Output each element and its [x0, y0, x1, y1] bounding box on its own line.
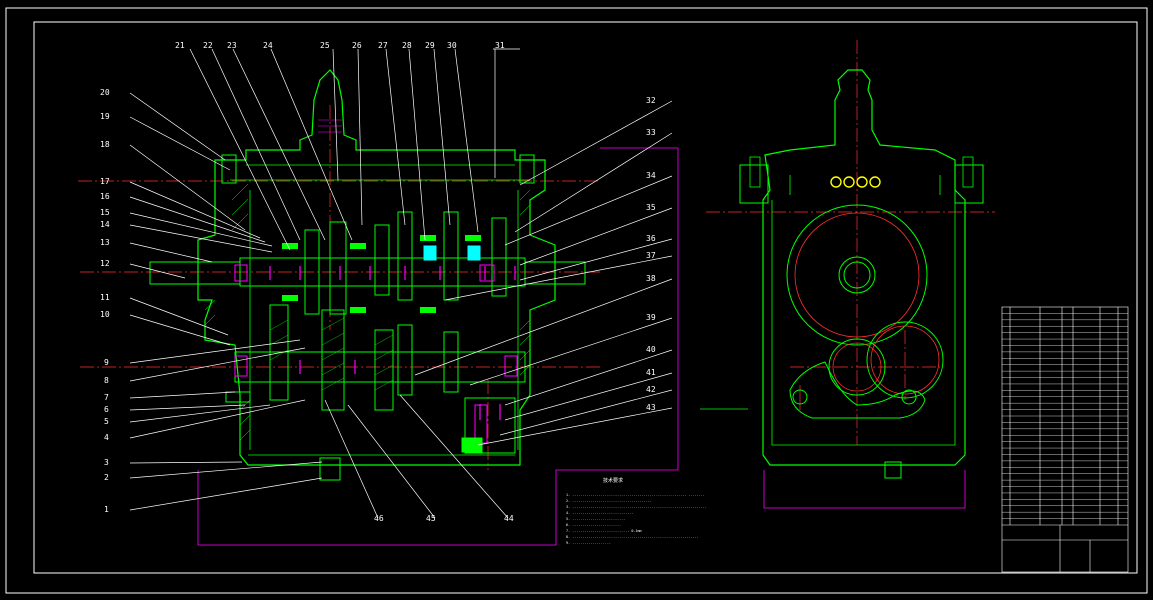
callout-label: 34: [646, 171, 656, 180]
callout-label: 21: [175, 41, 185, 50]
callouts-bottom: 46 45 44: [374, 514, 514, 523]
notes-line: 6. ........................: [566, 523, 621, 527]
callout-label: 36: [646, 234, 656, 243]
callout-label: 18: [100, 140, 110, 149]
notes-line: 5. ..........................: [566, 517, 625, 521]
notes-line: 9. ...................: [566, 541, 611, 545]
drawing-border-inner: [33, 21, 1138, 574]
notes-line: 2. .....................................…: [566, 499, 652, 503]
side-bolt-left: [749, 156, 761, 188]
side-boss-right: [954, 164, 984, 204]
callout-label: 1: [104, 505, 109, 514]
callout-label: 8: [104, 376, 109, 385]
callout-label: 39: [646, 313, 656, 322]
notes-title: 技术要求: [603, 477, 623, 484]
callout-label: 35: [646, 203, 656, 212]
idler-assembly: [461, 397, 516, 454]
callout-label: 6: [104, 405, 109, 414]
callouts-top: 21 22 23 24 25 26 27 28 29 30 31: [175, 41, 505, 50]
callout-label: 3: [104, 458, 109, 467]
bolts: [221, 154, 535, 481]
callout-label: 31: [495, 41, 505, 50]
callouts-right: 32 33 34 35 36 37 38 39 40 41 42 43: [646, 96, 656, 412]
drawing-border-outer: [5, 7, 1148, 594]
callout-label: 20: [100, 88, 110, 97]
shaft-markings: [269, 266, 516, 420]
side-lower-boss: [789, 361, 926, 419]
yellow-markers: [830, 176, 881, 188]
upper-gears: [304, 211, 507, 315]
title-block: [1001, 306, 1129, 573]
callout-label: 38: [646, 274, 656, 283]
callout-label: 32: [646, 96, 656, 105]
housing-outline: [197, 69, 556, 466]
main-section-view: [78, 69, 679, 546]
callout-label: 40: [646, 345, 656, 354]
callout-label: 29: [425, 41, 435, 50]
callout-label: 9: [104, 358, 109, 367]
callout-label: 43: [646, 403, 656, 412]
side-view: [700, 40, 995, 509]
side-gears: [786, 204, 944, 405]
callout-label: 7: [104, 393, 109, 402]
callout-label: 23: [227, 41, 237, 50]
callout-label: 15: [100, 208, 110, 217]
callout-label: 2: [104, 473, 109, 482]
side-inner: [771, 175, 956, 446]
callout-label: 12: [100, 259, 110, 268]
bearings: [234, 235, 518, 377]
callout-label: 28: [402, 41, 412, 50]
callout-label: 27: [378, 41, 388, 50]
callout-label: 42: [646, 385, 656, 394]
callout-label: 46: [374, 514, 384, 523]
callout-label: 26: [352, 41, 362, 50]
callout-label: 10: [100, 310, 110, 319]
notes-line: 1. .....................................…: [566, 493, 705, 497]
technical-notes: 技术要求 1. ................................…: [566, 477, 707, 545]
callout-label: 24: [263, 41, 273, 50]
callout-label: 19: [100, 112, 110, 121]
callout-label: 14: [100, 220, 110, 229]
side-housing: [762, 69, 966, 466]
callout-label: 41: [646, 368, 656, 377]
breather: [318, 119, 342, 133]
notes-line: 7. ............................ 0.1mm: [566, 529, 642, 533]
magenta-outline: [197, 147, 679, 546]
callout-label: 13: [100, 238, 110, 247]
callout-label: 16: [100, 192, 110, 201]
title-block-rows: [1002, 313, 1128, 519]
lower-gears: [269, 304, 459, 411]
side-drain-plug: [884, 461, 902, 479]
side-dimension: [763, 470, 966, 509]
leader-lines: [129, 48, 673, 519]
callout-label: 25: [320, 41, 330, 50]
callout-label: 30: [447, 41, 457, 50]
side-bolt-right: [962, 156, 974, 188]
gear-hatching: [269, 317, 394, 391]
callout-label: 45: [426, 514, 436, 523]
callout-label: 37: [646, 251, 656, 260]
callout-label: 5: [104, 417, 109, 426]
housing-inner: [230, 164, 530, 456]
callout-label: 22: [203, 41, 213, 50]
notes-line: 4. ..............................: [566, 511, 633, 515]
callout-label: 33: [646, 128, 656, 137]
callout-label: 11: [100, 293, 110, 302]
notes-line: 3. .....................................…: [566, 505, 707, 509]
side-boss-left: [739, 164, 769, 204]
callouts-left: 20 19 18 17 16 15 14 13 12 11 10 9 8 7 6…: [100, 88, 110, 514]
callout-label: 17: [100, 177, 110, 186]
notes-line: 8. .....................................…: [566, 535, 699, 539]
callout-label: 44: [504, 514, 514, 523]
callout-label: 4: [104, 433, 109, 442]
